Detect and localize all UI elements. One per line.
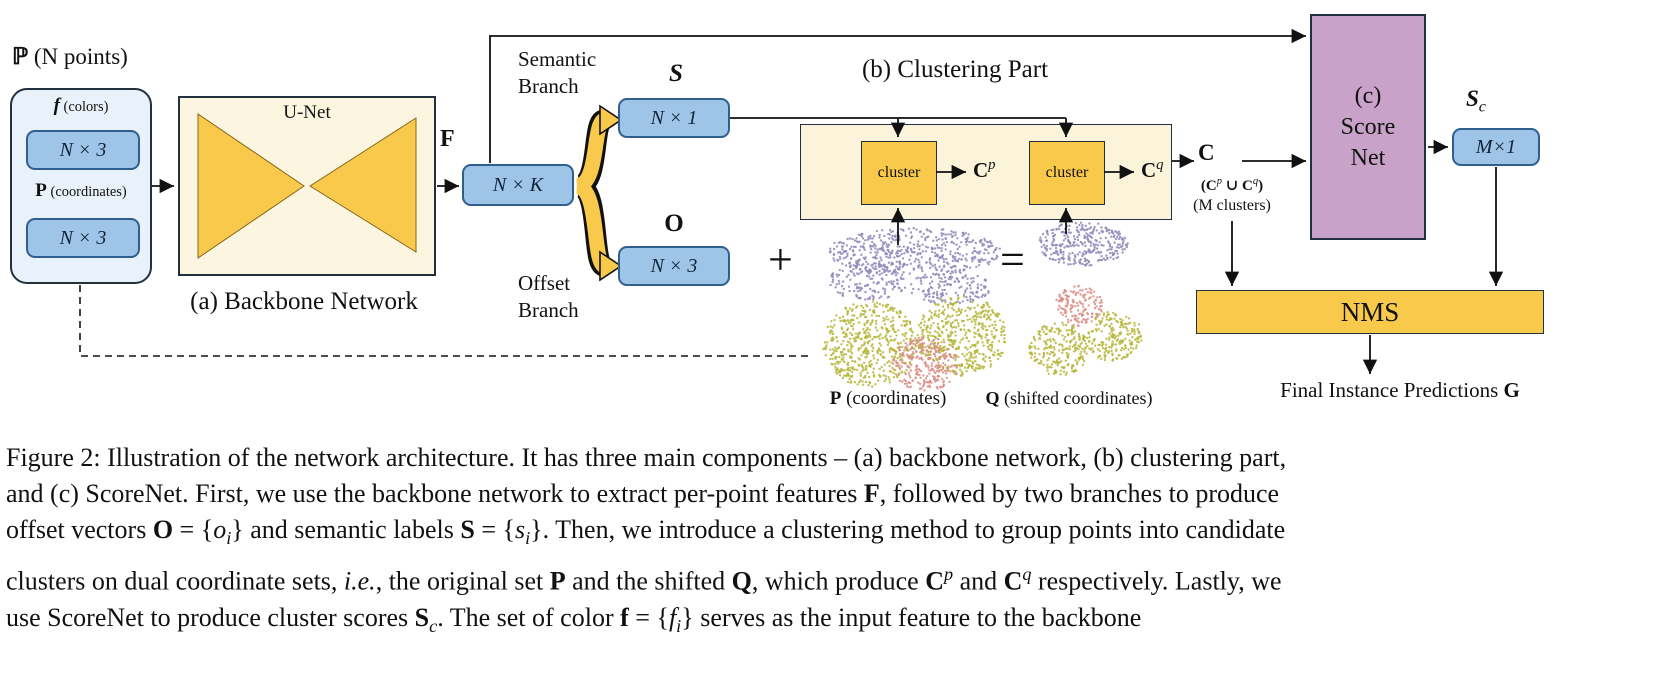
semantic-branch-line2: Branch bbox=[518, 74, 579, 98]
semantic-swoosh-outline bbox=[574, 109, 611, 197]
features-label: F bbox=[440, 126, 455, 152]
backbone-caption: (a) Backbone Network bbox=[190, 288, 418, 315]
sc-dim-box: M×1 bbox=[1452, 128, 1540, 166]
input-p-dim-box: N × 3 bbox=[26, 218, 140, 258]
caption-line-3: offset vectors O = {oi} and semantic lab… bbox=[6, 515, 1286, 549]
semantic-branch-label: Semantic Branch bbox=[518, 46, 596, 100]
input-f-label: f (colors) bbox=[53, 95, 109, 116]
cluster-module-p: cluster bbox=[861, 141, 937, 205]
final-predictions-label: Final Instance Predictions G bbox=[1280, 378, 1520, 402]
scorenet-line1: (c) bbox=[1354, 82, 1382, 109]
caption-line-2: and (c) ScoreNet. First, we use the back… bbox=[6, 479, 1280, 508]
p-cloud-caption: P (coordinates) bbox=[829, 388, 947, 409]
plus-operator: + bbox=[768, 235, 793, 284]
clustering-box: cluster cluster Cp Cq bbox=[800, 124, 1172, 220]
cp-label: Cp bbox=[973, 157, 996, 182]
point-cloud-p-scene bbox=[828, 226, 1001, 305]
semantic-swoosh bbox=[574, 112, 609, 194]
offset-swoosh-outline bbox=[574, 175, 611, 277]
clustering-title: (b) Clustering Part bbox=[861, 56, 1049, 83]
input-points-title: ℙ (N points) bbox=[12, 44, 128, 69]
figure-caption: Figure 2: Illustration of the network ar… bbox=[0, 432, 1670, 644]
semantic-branch-line1: Semantic bbox=[518, 47, 597, 71]
point-cloud-q-red bbox=[1055, 284, 1103, 328]
point-cloud-p-chair-right bbox=[916, 295, 1007, 377]
point-cloud-q-purple bbox=[1038, 221, 1129, 267]
point-cloud-q-green bbox=[1028, 311, 1143, 376]
offset-branch-label: Offset Branch bbox=[518, 270, 579, 324]
offset-dim-box: N × 3 bbox=[618, 246, 730, 286]
nms-label: NMS bbox=[1340, 296, 1400, 327]
caption-line-5: use ScoreNet to produce cluster scores S… bbox=[6, 602, 1142, 637]
offset-branch-line2: Branch bbox=[518, 298, 579, 322]
q-cloud-caption: Q (shifted coordinates) bbox=[985, 388, 1153, 408]
scorenet-line3: Net bbox=[1350, 144, 1386, 171]
input-f-dim-box: N × 3 bbox=[26, 130, 140, 170]
architecture-diagram: ℙ (N points) f (colors) N × 3 P (coordin… bbox=[10, 14, 1544, 409]
offset-swoosh bbox=[574, 178, 609, 274]
semantic-output-label: S bbox=[669, 60, 683, 87]
cluster-module-q: cluster bbox=[1029, 141, 1105, 205]
input-panel: f (colors) N × 3 P (coordinates) N × 3 bbox=[10, 88, 152, 284]
input-p-label: P (coordinates) bbox=[35, 180, 127, 201]
offset-branch-line1: Offset bbox=[518, 271, 571, 295]
equals-operator: = bbox=[1000, 235, 1025, 284]
c-union-label: (Cp ∪ Cq) bbox=[1200, 176, 1264, 194]
semantic-dim-box: N × 1 bbox=[618, 98, 730, 138]
unet-label: U-Net bbox=[283, 102, 331, 123]
branch-swooshes bbox=[574, 104, 623, 282]
features-dim-box: N × K bbox=[462, 164, 574, 206]
backbone-box: U-Net bbox=[178, 96, 436, 276]
scorenet-box: (c) Score Net bbox=[1310, 14, 1426, 240]
m-clusters-label: (M clusters) bbox=[1193, 197, 1271, 214]
nms-box: NMS bbox=[1196, 290, 1544, 334]
cq-label: Cq bbox=[1141, 157, 1164, 182]
c-node-label: C bbox=[1198, 140, 1215, 165]
offset-output-label: O bbox=[664, 210, 684, 237]
point-clouds bbox=[822, 221, 1143, 392]
caption-line-1: Figure 2: Illustration of the network ar… bbox=[6, 443, 1287, 472]
point-cloud-p-chair-left bbox=[822, 300, 919, 388]
caption-line-4: clusters on dual coordinate sets, i.e., … bbox=[6, 564, 1282, 596]
scorenet-line2: Score bbox=[1340, 113, 1396, 140]
sc-label: Sc bbox=[1466, 86, 1486, 116]
point-cloud-p-red bbox=[891, 336, 958, 392]
